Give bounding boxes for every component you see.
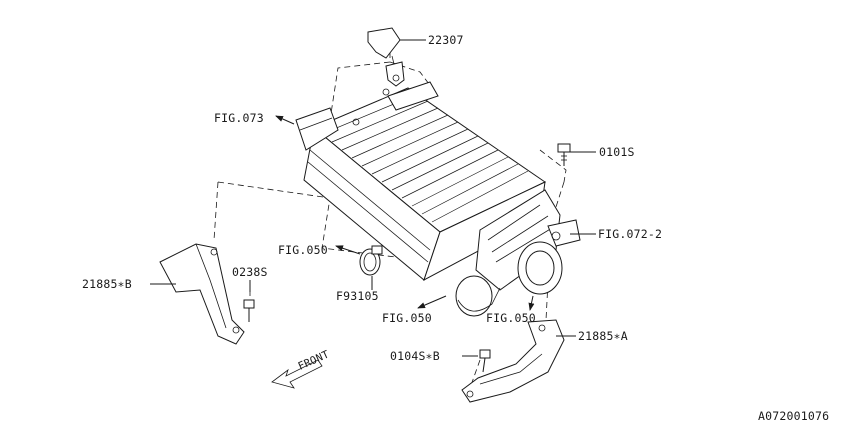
callout-fig050-bottom[interactable]: FIG.050	[382, 311, 432, 325]
callout-21885a[interactable]: 21885∗A	[578, 329, 628, 343]
callout-22307[interactable]: 22307	[428, 33, 464, 47]
callout-fig050-right[interactable]: FIG.050	[486, 311, 536, 325]
reference-arrows	[275, 115, 535, 311]
callout-labels: 22307 FIG.073 0101S FIG.072-2 FIG.050 F9…	[82, 33, 829, 423]
bracket-22307[interactable]	[367, 27, 405, 87]
bolt-0104sb[interactable]	[479, 349, 491, 373]
callout-0104sb[interactable]: 0104S∗B	[390, 349, 440, 363]
clamp-f93105[interactable]	[359, 245, 383, 276]
callout-fig050-left[interactable]: FIG.050	[278, 243, 328, 257]
outlet-tank[interactable]	[455, 189, 581, 317]
bracket-21885b[interactable]	[159, 243, 245, 345]
bracket-21885a[interactable]	[461, 319, 565, 403]
callout-0101s[interactable]: 0101S	[599, 145, 635, 159]
figure-code: A072001076	[758, 409, 829, 423]
front-label: FRONT	[296, 348, 331, 372]
callout-fig073[interactable]: FIG.073	[214, 111, 264, 125]
bolt-0238s[interactable]	[243, 299, 255, 322]
callout-fig072-2[interactable]: FIG.072-2	[598, 227, 662, 241]
leader-lines	[150, 39, 596, 357]
callout-21885b[interactable]: 21885∗B	[82, 277, 132, 291]
callout-f93105[interactable]: F93105	[336, 289, 379, 303]
bolt-0101s[interactable]	[557, 143, 571, 166]
front-arrow-icon	[271, 359, 323, 389]
callout-0238s[interactable]: 0238S	[232, 265, 268, 279]
